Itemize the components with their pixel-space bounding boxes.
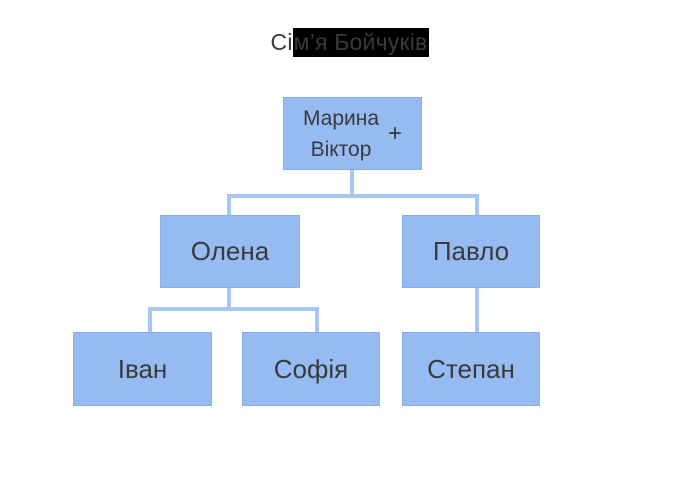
connector-pavlo-up	[475, 194, 479, 215]
connector-olena-up	[227, 194, 231, 215]
connector-parents-down	[350, 170, 354, 198]
node-stepan[interactable]: Степан	[402, 332, 540, 406]
node-parents-couple[interactable]: Марина Віктор +	[283, 97, 422, 170]
node-pavlo-label: Павло	[432, 236, 510, 266]
node-ivan[interactable]: Іван	[73, 332, 212, 406]
connector-gen3-horizontal	[148, 307, 319, 311]
node-stepan-label: Степан	[427, 353, 515, 384]
parent-name-marina: Марина	[302, 106, 380, 130]
node-sofia-label: Софія	[273, 353, 349, 384]
connector-sofia-up	[315, 307, 319, 332]
connector-gen2-horizontal	[227, 194, 479, 198]
plus-sign: +	[388, 119, 403, 147]
title-text-highlighted: м’я Бойчуків	[292, 28, 430, 57]
parents-names: Марина Віктор	[303, 103, 379, 165]
diagram-title[interactable]: Сім’я Бойчуків	[0, 27, 700, 58]
title-text-plain: Сі	[270, 29, 293, 55]
node-olena[interactable]: Олена	[160, 215, 300, 288]
connector-olena-down	[227, 288, 231, 311]
parent-name-viktor: Віктор	[310, 137, 372, 161]
node-ivan-label: Іван	[117, 353, 168, 384]
connector-ivan-up	[148, 307, 152, 332]
node-olena-label: Олена	[190, 236, 270, 266]
connector-pavlo-stepan	[475, 288, 479, 332]
node-sofia[interactable]: Софія	[242, 332, 380, 406]
node-pavlo[interactable]: Павло	[402, 215, 540, 288]
